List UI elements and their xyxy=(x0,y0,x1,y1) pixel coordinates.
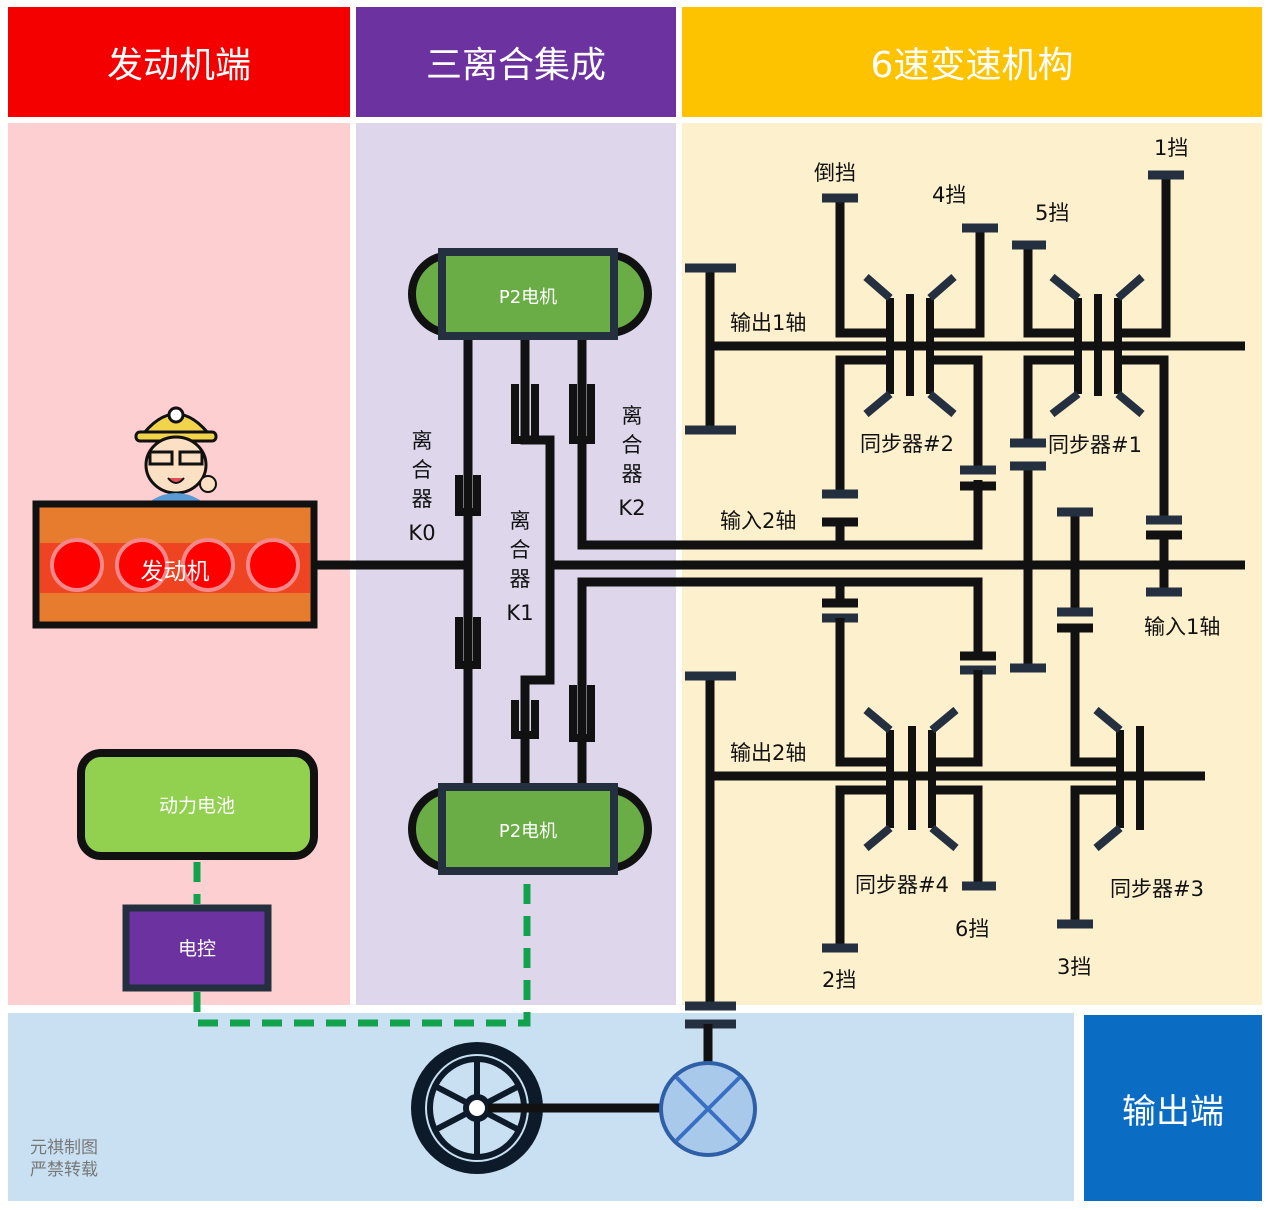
input1-shaft-label: 输入1轴 xyxy=(1144,615,1220,639)
input2-shaft-label: 输入2轴 xyxy=(720,509,796,533)
synchronizer-1-label: 同步器#1 xyxy=(1048,433,1142,457)
output2-shaft-label: 输出2轴 xyxy=(730,741,806,765)
clutch-k0-upper xyxy=(455,475,481,516)
synchronizer-3-label: 同步器#3 xyxy=(1110,877,1204,901)
synchronizer-4-label: 同步器#4 xyxy=(855,873,949,897)
watermark-line-2: 严禁转载 xyxy=(30,1160,98,1180)
clutch-k0-label-2: 合 xyxy=(412,458,433,482)
gearbox-section-header: 6速变速机构 xyxy=(682,7,1262,117)
clutch-k1-label-2: 合 xyxy=(510,538,531,562)
synchronizer-3 xyxy=(1093,706,1144,852)
output-section-header: 输出端 xyxy=(1084,1015,1262,1201)
clutch-k0-label-3: 器 xyxy=(412,487,433,511)
clutch-section-header: 三离合集成 xyxy=(356,7,676,117)
engine-section-title: 发动机端 xyxy=(106,45,251,86)
clutch-k1-upper xyxy=(511,384,539,444)
clutch-section-title: 三离合集成 xyxy=(425,45,606,86)
clutch-k1-label-3: 器 xyxy=(510,567,531,591)
clutch-k0-lower xyxy=(455,617,481,669)
clutch-k2-label-4: K2 xyxy=(618,496,645,520)
gear-3-label: 3挡 xyxy=(1057,955,1091,979)
engine-section-header: 发动机端 xyxy=(8,7,350,117)
p2-motor-top-label: P2电机 xyxy=(499,287,557,308)
p2-motor-bottom-label: P2电机 xyxy=(499,821,557,842)
wheel-icon xyxy=(411,1042,543,1174)
ecu-label: 电控 xyxy=(178,938,216,960)
clutch-k2-lower xyxy=(569,685,595,742)
clutch-k1-label-4: K1 xyxy=(506,601,533,625)
gear-1-label: 1挡 xyxy=(1154,136,1188,160)
cylinder-3 xyxy=(181,538,235,592)
output-section-title: 输出端 xyxy=(1122,1091,1224,1132)
engine-label: 发动机 xyxy=(141,559,210,585)
clutch-k2-label-1: 离 xyxy=(622,404,643,428)
clutch-k0-label-4: K0 xyxy=(408,521,435,545)
p2-motor-bottom: P2电机 xyxy=(408,783,652,875)
mascot-icon xyxy=(134,406,218,505)
clutch-k0-label-1: 离 xyxy=(412,429,433,453)
output1-shaft-label: 输出1轴 xyxy=(730,311,806,335)
clutch-k1-label-1: 离 xyxy=(510,509,531,533)
synchronizer-2 xyxy=(863,273,957,418)
clutch-k2-label-2: 合 xyxy=(622,433,643,457)
clutch-packs xyxy=(455,384,595,742)
k1-shaft xyxy=(520,336,555,785)
cylinder-4 xyxy=(246,538,300,592)
k2-lower-shaft xyxy=(577,577,983,785)
battery: 动力电池 xyxy=(77,749,318,860)
gear-4-label: 4挡 xyxy=(932,183,966,207)
clutch-k2-label-3: 器 xyxy=(622,462,643,486)
cylinder-2 xyxy=(115,538,169,592)
gear-6-label: 6挡 xyxy=(955,917,989,941)
ecu: 电控 xyxy=(122,904,272,992)
p2-motor-top: P2电机 xyxy=(408,248,652,340)
battery-label: 动力电池 xyxy=(159,795,235,817)
clutch-k2-upper xyxy=(569,384,595,444)
gearbox-section-title: 6速变速机构 xyxy=(870,45,1074,86)
differential-icon xyxy=(659,1061,757,1157)
hv-wiring xyxy=(193,862,531,1027)
watermark-line-1: 元祺制图 xyxy=(30,1138,98,1158)
cylinder-1 xyxy=(50,538,104,592)
synchronizer-2-label: 同步器#2 xyxy=(860,432,954,456)
gear-5-label: 5挡 xyxy=(1035,201,1069,225)
gear-2-label: 2挡 xyxy=(822,968,856,992)
synchronizer-4 xyxy=(863,706,959,852)
gear-reverse-label: 倒挡 xyxy=(814,161,856,185)
engine-block: 发动机 xyxy=(32,406,318,629)
clutch-k1-lower xyxy=(511,700,539,739)
synchronizer-1 xyxy=(1049,273,1145,418)
